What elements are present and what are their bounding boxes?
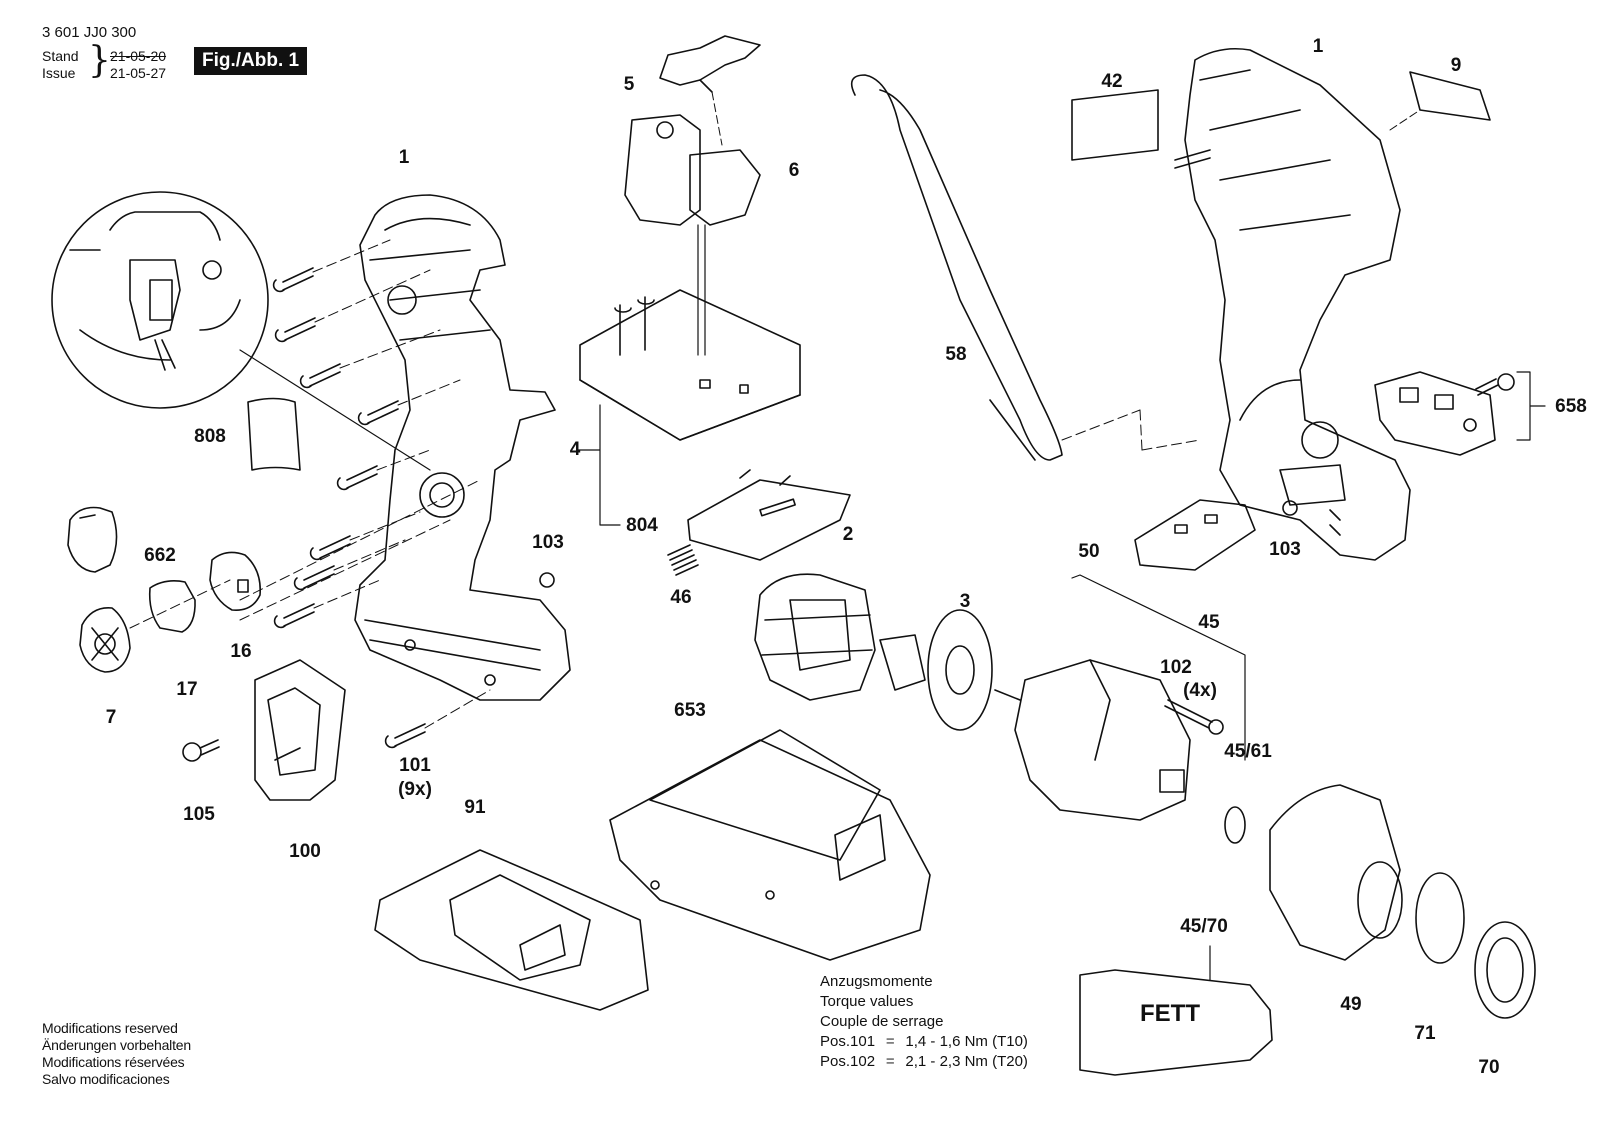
knob-7 [79,607,131,673]
callout-50: 50 [1078,541,1100,562]
figure-badge: Fig./Abb. 1 [194,47,308,75]
stator-2 [754,573,876,701]
callout-102: 102 [1160,657,1192,678]
torque-values: Anzugsmomente Torque values Couple de se… [820,972,1028,1072]
callout-7: 7 [105,707,117,728]
callout-5: 5 [623,74,635,95]
stand-label: Stand [42,48,79,64]
callout-71: 71 [1414,1023,1436,1044]
lanyard-58 [850,74,1063,461]
callout-45: 45 [1198,612,1220,633]
torque-row: Pos.101 = 1,4 - 1,6 Nm (T10) [820,1032,1028,1052]
callout-49: 49 [1340,994,1362,1015]
callout-4: 4 [569,439,581,460]
callout-103-right: 103 [1269,539,1301,560]
stand-date: 21-05-20 [110,48,167,64]
pad-50 [1134,499,1256,571]
grease-tube [1079,969,1273,1076]
issue-date: 21-05-27 [110,65,167,81]
torque-eq: = [885,1053,895,1070]
ring-71 [1415,872,1465,964]
torque-value: 1,4 - 1,6 Nm (T10) [905,1033,1028,1050]
block-658 [1374,371,1496,456]
nut-103-left [539,572,555,588]
callout-16: 16 [230,641,252,662]
callout-662: 662 [144,545,176,566]
pcb-4 [579,289,801,441]
label-808 [247,397,301,471]
callout-1-left: 1 [398,147,410,168]
front-cover-49 [1269,784,1403,961]
sticker-9 [1409,71,1491,121]
callout-45-61: 45/61 [1224,741,1272,762]
rotor-3 [879,609,1021,731]
note-es: Salvo modificaciones [42,1071,170,1087]
screws-left [272,267,426,749]
fett-label: FETT [1140,1000,1200,1027]
housing-left [354,194,571,701]
charger-91 [374,849,649,1011]
torque-heading-de: Anzugsmomente [820,973,933,990]
ring-17 [148,580,196,633]
callout-46: 46 [670,587,692,608]
callout-17: 17 [176,679,198,700]
callout-91: 91 [464,797,486,818]
screw-102 [1164,699,1224,735]
torque-heading-fr: Couple de serrage [820,1013,944,1030]
cap-662 [67,506,118,573]
screw-105 [182,739,220,762]
callout-9: 9 [1450,55,1462,76]
gear-housing-45 [1014,659,1191,821]
torque-eq: = [885,1033,895,1050]
callout-101: 101 [399,755,431,776]
modification-notes: Modifications reserved Änderungen vorbeh… [42,1020,191,1088]
callout-105: 105 [183,804,215,825]
issue-label: Issue [42,65,76,81]
callout-58: 58 [945,344,967,365]
note-en: Modifications reserved [42,1020,178,1036]
callout-653: 653 [674,700,706,721]
callout-103-left: 103 [532,532,564,553]
nut-103-right [1282,500,1298,516]
callout-804: 804 [626,515,658,536]
battery-653 [609,729,931,961]
disc-16 [209,551,262,612]
doc-number: 3 601 JJ0 300 [42,24,137,41]
callout-45-70: 45/70 [1180,916,1228,937]
sticker-42 [1071,89,1159,161]
callout-101-qty: (9x) [398,779,432,800]
note-de: Änderungen vorbehalten [42,1037,191,1053]
torque-row: Pos.102 = 2,1 - 2,3 Nm (T20) [820,1052,1028,1072]
belt-clip-100 [254,659,346,801]
callout-1-right: 1 [1312,36,1324,57]
nose-cap-70 [1474,921,1536,1019]
detail-magnifier [51,191,431,471]
callout-70: 70 [1478,1057,1500,1078]
torque-pos: Pos.101 [820,1033,876,1050]
callout-3: 3 [959,591,971,612]
brace-icon: } [88,40,111,81]
torque-value: 2,1 - 2,3 Nm (T20) [905,1053,1028,1070]
torque-heading-en: Torque values [820,993,914,1010]
screw-658 [1475,373,1515,396]
housing-right [1174,47,1411,561]
plate-804 [687,469,851,561]
callout-42: 42 [1101,71,1123,92]
callout-102-qty: (4x) [1183,680,1217,701]
callout-100: 100 [289,841,321,862]
note-fr: Modifications réservées [42,1054,185,1070]
spring-46 [667,544,699,576]
slider-5 [659,35,761,93]
callout-2: 2 [842,524,854,545]
callout-808: 808 [194,426,226,447]
callout-6: 6 [788,160,800,181]
torque-pos: Pos.102 [820,1053,876,1070]
ring-45-61 [1224,806,1246,844]
switch-6 [624,114,761,226]
callout-658: 658 [1555,396,1587,417]
